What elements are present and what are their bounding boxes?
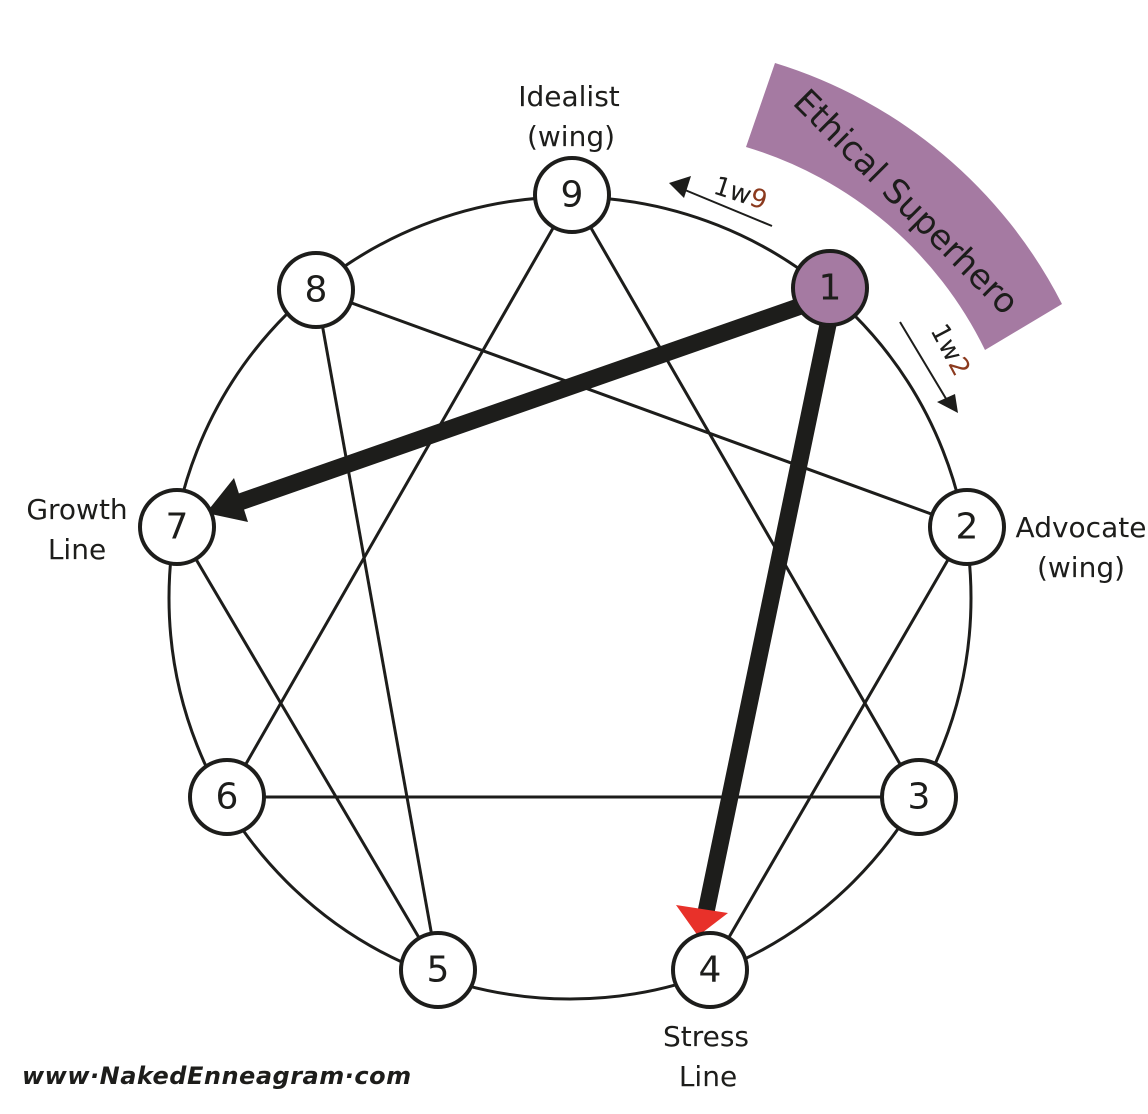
- line-9-3: [570, 194, 921, 798]
- node-9: 9: [533, 156, 611, 234]
- line-6-9: [225, 194, 574, 798]
- wing-label-2: 1w2: [924, 319, 976, 381]
- idealist-wing-label: (wing): [527, 120, 615, 153]
- line-2-8: [315, 288, 968, 529]
- line-8-5: [314, 289, 440, 971]
- node-6-number: 6: [216, 777, 239, 818]
- stress-arrowhead: [676, 905, 728, 936]
- stress-line-label: Line: [679, 1060, 737, 1093]
- node-4-number: 4: [699, 950, 722, 991]
- idealist-label: Idealist: [518, 80, 620, 113]
- wing-arrow-9-line: [684, 189, 773, 227]
- line-4-2: [708, 526, 969, 971]
- growth-label: Growth: [26, 493, 127, 526]
- line-5-7: [175, 526, 440, 971]
- node-7-number: 7: [166, 507, 189, 548]
- advocate-label: Advocate: [1016, 511, 1147, 544]
- node-3-number: 3: [908, 777, 931, 818]
- node-1-number: 1: [819, 268, 842, 309]
- growth-line: [237, 291, 821, 511]
- node-1: 1: [791, 249, 869, 327]
- growth-line-label: Line: [48, 533, 106, 566]
- stress-label: Stress: [663, 1020, 749, 1053]
- node-3: 3: [880, 758, 958, 836]
- wing-arrow-2-head: [937, 394, 958, 413]
- advocate-wing-label: (wing): [1037, 551, 1125, 584]
- wing-arrow-2-line: [899, 321, 949, 403]
- growth-arrowhead: [206, 478, 248, 522]
- node-5-number: 5: [427, 950, 450, 991]
- node-6: 6: [188, 758, 266, 836]
- node-8-number: 8: [305, 270, 328, 311]
- node-2-number: 2: [956, 507, 979, 548]
- wing-label-9: 1w9: [710, 171, 771, 216]
- node-7: 7: [138, 488, 216, 566]
- footer-url: www·NakedEnneagram·com: [22, 1062, 412, 1090]
- ethical-superhero-banner: [746, 63, 1062, 350]
- node-8: 8: [277, 251, 355, 329]
- wing-arrow-9-head: [669, 176, 691, 198]
- node-2: 2: [928, 488, 1006, 566]
- node-4: 4: [671, 931, 749, 1009]
- node-5: 5: [399, 931, 477, 1009]
- node-9-number: 9: [561, 175, 584, 216]
- stress-line: [697, 313, 839, 914]
